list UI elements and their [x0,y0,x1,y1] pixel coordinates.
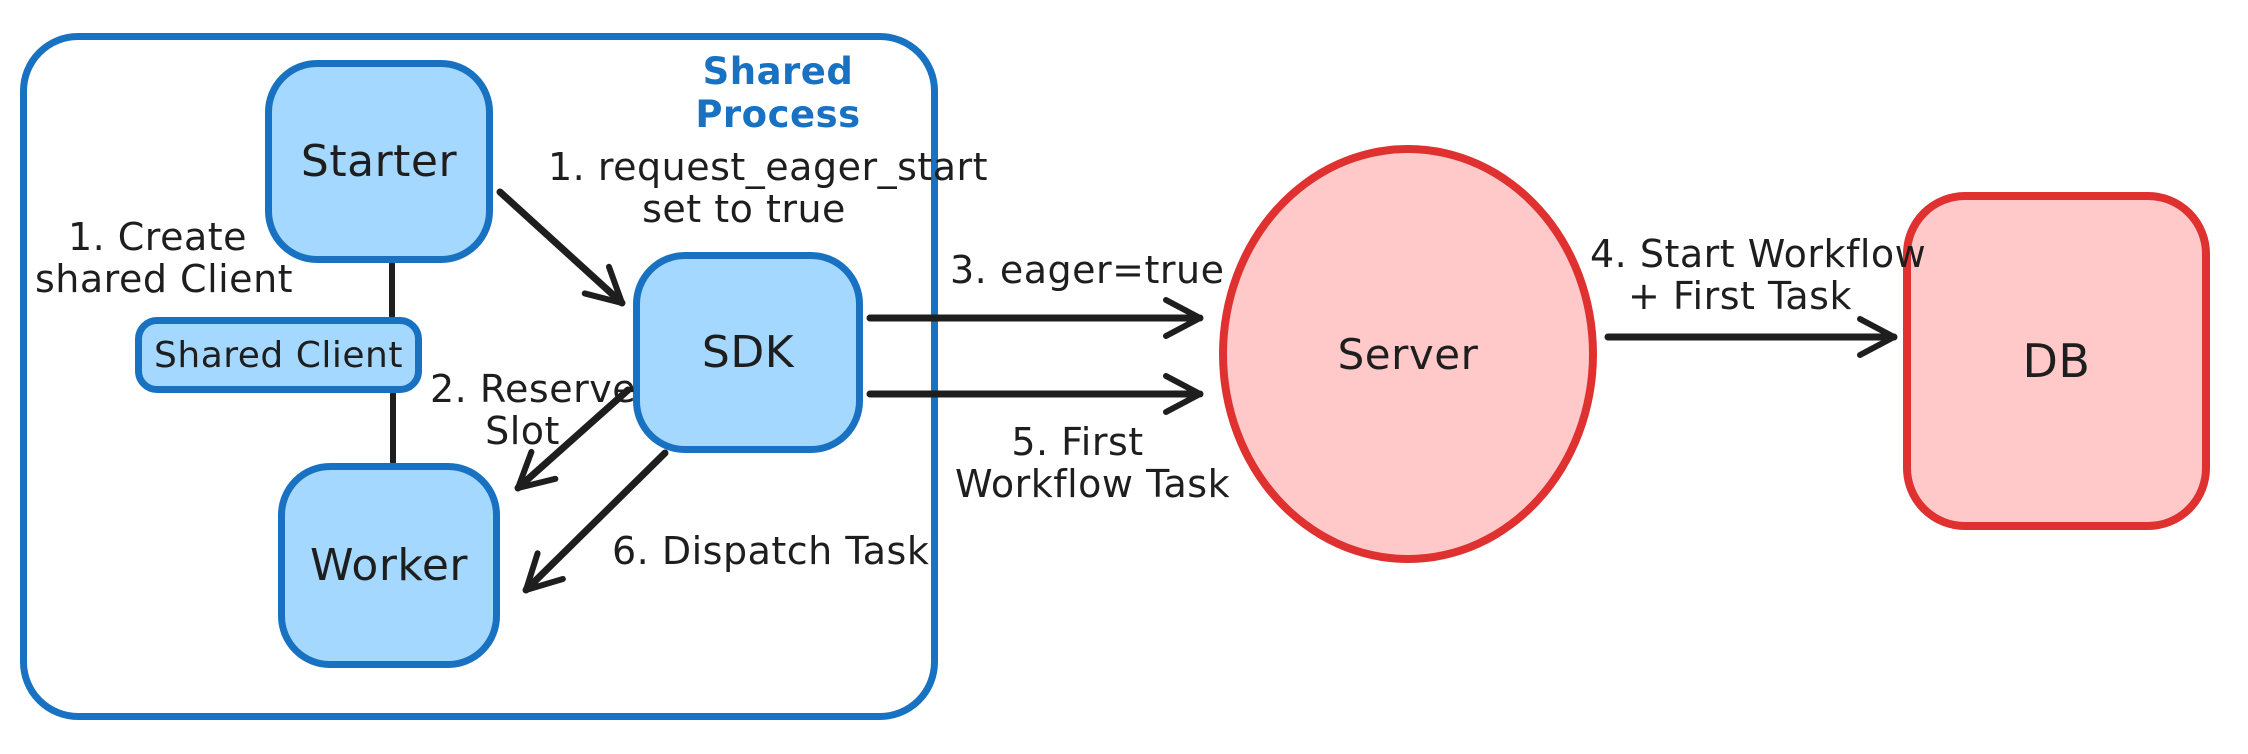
annotation-start-workflow-first-task: 4. Start Workflow + First Task [1590,232,1927,318]
server-label: Server [1337,329,1479,379]
annotation-request-eager-start: 1. request_eager_start set to true [548,145,989,231]
server-node: Server [1219,145,1597,563]
annotation-line: 2. Reserve [430,367,637,411]
annotation-line: 1. Create [67,215,248,259]
annotation-line: + First Task [1628,274,1852,318]
annotation-line: 5. First [1011,420,1144,464]
annotation-first-workflow-task: 5. First Workflow Task [955,420,1231,506]
annotation-create-shared-client: 1. Create shared Client [35,215,294,301]
starter-label: Starter [300,136,458,187]
annotation-line: 4. Start Workflow [1590,232,1927,276]
annotation-line: shared Client [35,257,294,301]
sdk-label: SDK [701,327,795,378]
annotation-dispatch-task: 6. Dispatch Task [612,529,930,573]
annotation-line: 3. eager=true [950,248,1225,292]
db-label: DB [2022,334,2091,388]
sdk-node: SDK [633,252,863,453]
starter-node: Starter [265,60,493,263]
annotation-reserve-slot: 2. Reserve Slot [430,367,637,453]
annotation-line: Slot [485,409,560,453]
worker-label: Worker [309,540,468,591]
db-node: DB [1903,192,2210,530]
annotation-line: 1. request_eager_start [548,145,989,189]
annotation-line: set to true [642,187,846,231]
shared-process-frame [20,33,938,720]
shared-client-node: Shared Client [135,317,422,393]
annotation-eager-true: 3. eager=true [950,248,1225,292]
worker-node: Worker [278,463,500,668]
shared-process-label: Shared Process [695,50,861,136]
annotation-line: Workflow Task [955,462,1231,506]
annotation-line: 6. Dispatch Task [612,529,930,573]
shared-client-label: Shared Client [154,334,403,376]
